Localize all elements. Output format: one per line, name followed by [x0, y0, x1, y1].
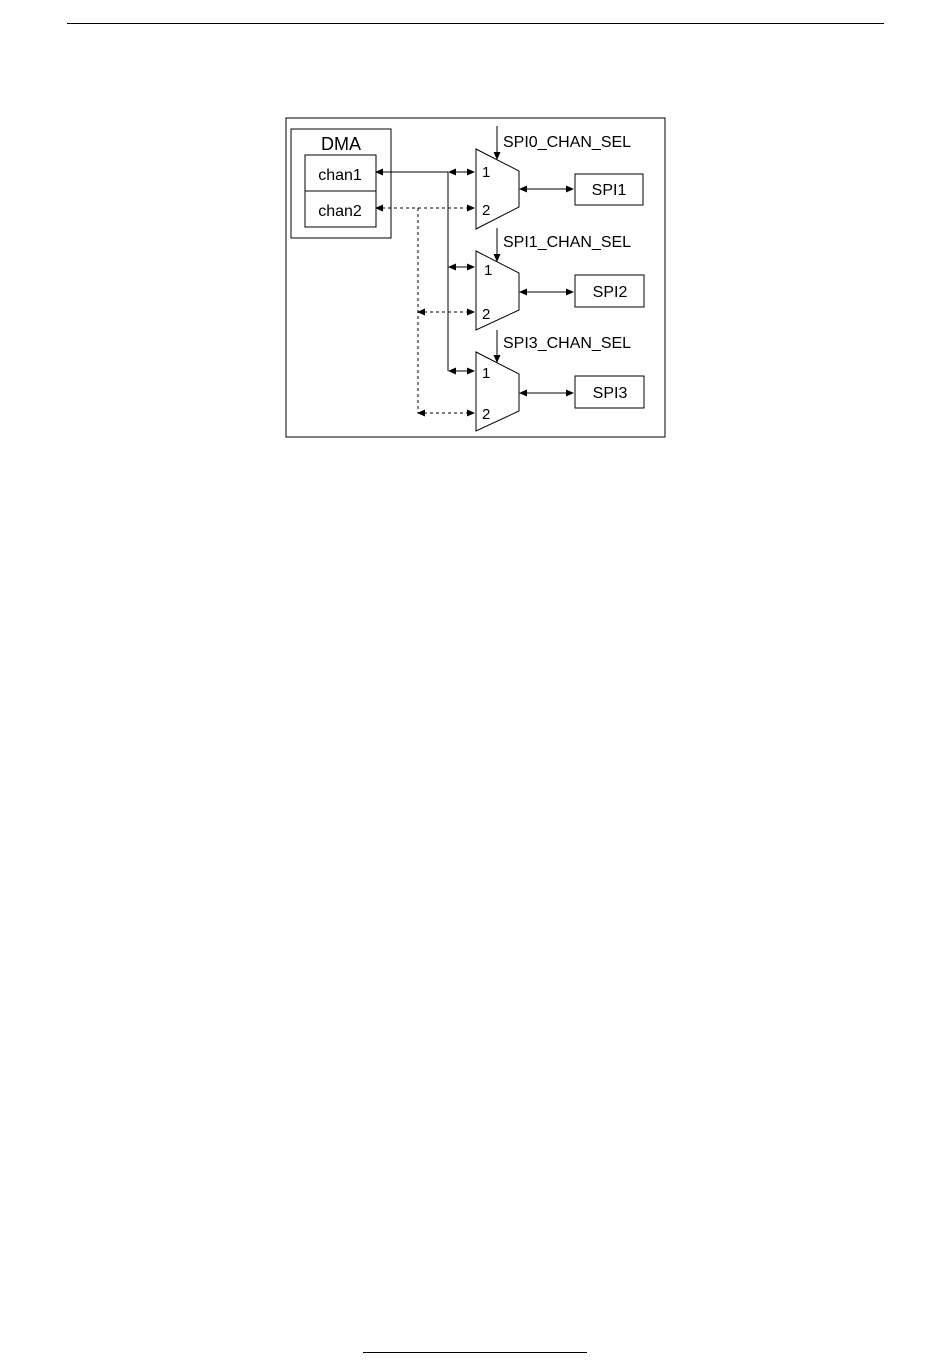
dma-chan1-label: chan1	[318, 167, 362, 184]
mux-1-input1-label: 1	[482, 164, 490, 181]
dma-chan2-label: chan2	[318, 203, 362, 220]
mux-2: SPI1_CHAN_SEL 1 2 SPI2	[476, 228, 644, 330]
mux-1-select-label: SPI0_CHAN_SEL	[503, 134, 631, 151]
mux-3-input1-label: 1	[482, 365, 490, 382]
footnote-rule	[363, 1352, 587, 1353]
mux-2-input2-label: 2	[482, 306, 490, 323]
spi3-label: SPI3	[593, 385, 628, 402]
mux-2-select-label: SPI1_CHAN_SEL	[503, 234, 631, 251]
mux-3-select-label: SPI3_CHAN_SEL	[503, 335, 631, 352]
mux-3-input2-label: 2	[482, 406, 490, 423]
spi2-label: SPI2	[593, 284, 628, 301]
mux-2-input1-label: 1	[484, 262, 492, 279]
dma-title: DMA	[321, 134, 361, 154]
spi1-label: SPI1	[592, 182, 627, 199]
mux-3: SPI3_CHAN_SEL 1 2 SPI3	[476, 330, 644, 431]
chan2-bus	[376, 208, 474, 413]
mux-1-input2-label: 2	[482, 202, 490, 219]
mux-1: SPI0_CHAN_SEL 1 2 SPI1	[476, 126, 643, 229]
